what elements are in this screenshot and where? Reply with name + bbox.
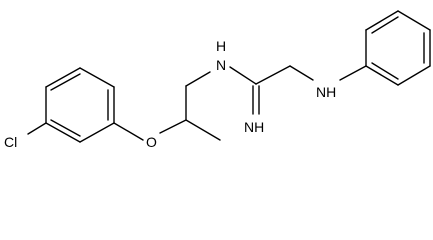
ring-double-bond <box>50 73 81 91</box>
ch2-nh-bond <box>289 65 314 81</box>
ring-bond <box>45 122 81 143</box>
amidine-nh-label: N <box>216 57 226 73</box>
chlorine-label: Cl <box>4 134 17 150</box>
ring-bond <box>45 67 81 88</box>
ring-bond <box>365 65 399 86</box>
ch-methyl-bond <box>185 119 221 141</box>
ring-bond <box>397 65 431 86</box>
ring-double-bond <box>371 62 399 80</box>
chlorophenyl-ring <box>45 67 115 143</box>
ring-bond <box>79 67 115 88</box>
nh-phenyl-bond <box>339 65 367 81</box>
imine-nh-label: NH <box>244 119 264 135</box>
ch2-n-bond <box>185 71 211 87</box>
phenyl-ring <box>365 10 431 86</box>
structure-canvas: Cl O H N NH NH <box>4 10 431 150</box>
chemical-structure-diagram: Cl O H N NH NH <box>4 10 431 150</box>
aryl-o-bond <box>113 122 144 141</box>
ether-oxygen-label: O <box>146 134 157 150</box>
o-ch-bond <box>159 119 187 134</box>
amidine-nh-h-label: H <box>216 38 226 54</box>
c-cl-bond <box>27 122 47 135</box>
n-c-amidine-bond <box>229 66 257 85</box>
ring-double-bond <box>50 119 81 137</box>
ring-bond <box>397 10 431 31</box>
c-ch2-bond <box>255 65 291 85</box>
aniline-nh-label: NH <box>316 84 336 100</box>
ring-double-bond <box>371 16 399 34</box>
ring-bond <box>365 10 399 31</box>
ring-bond <box>79 122 115 143</box>
